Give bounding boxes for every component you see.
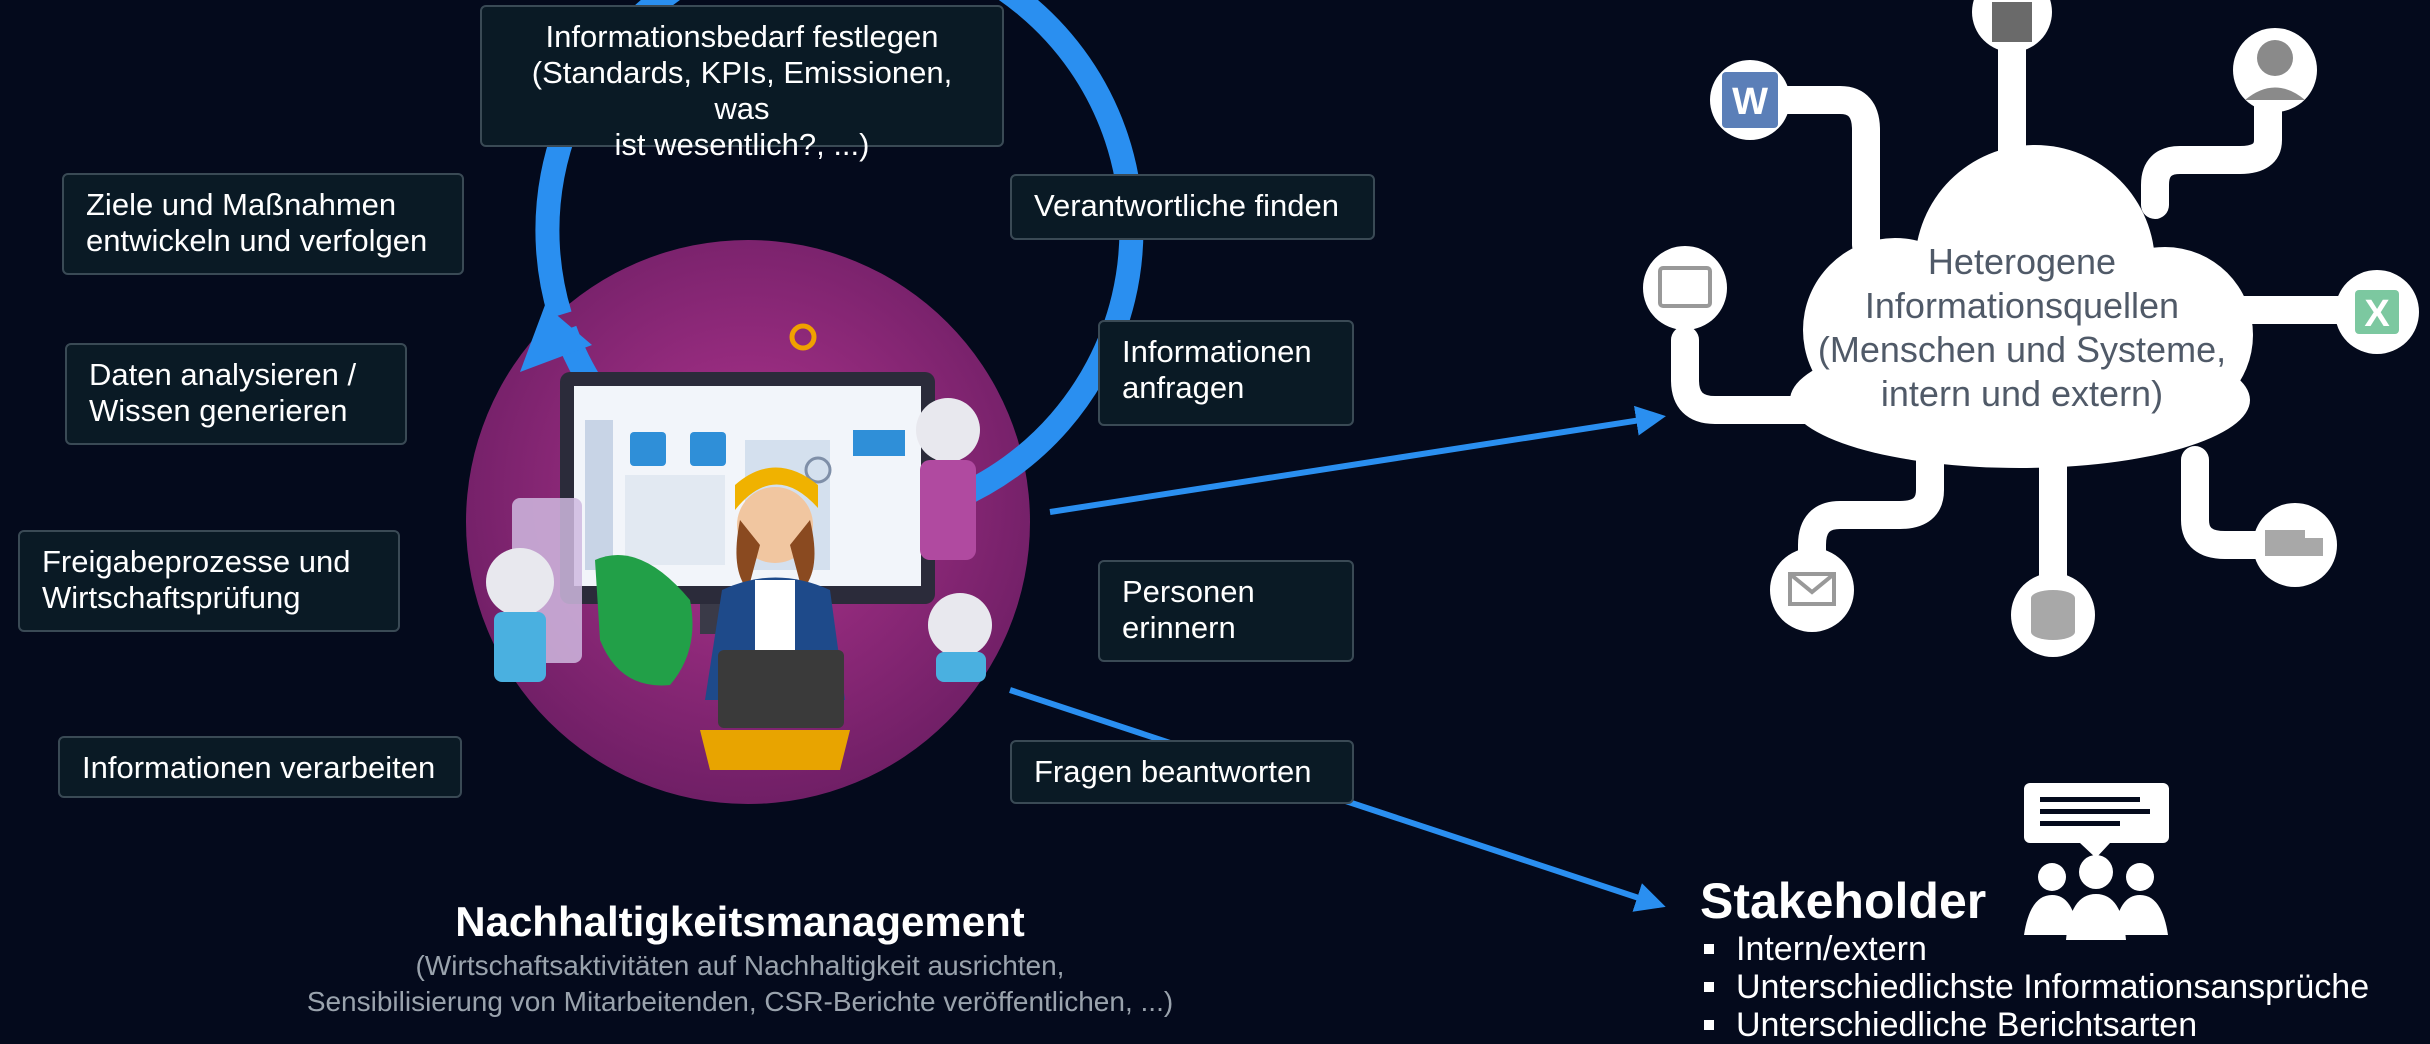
person-with-laptop-and-robots-icon (486, 323, 992, 770)
task-fragen: Fragen beantworten (1010, 740, 1354, 804)
woman-avatar-icon (2233, 28, 2317, 112)
task-verantwortliche: Verantwortliche finden (1010, 174, 1375, 240)
stakeholder-title: Stakeholder (1700, 873, 1987, 929)
task-daten: Daten analysieren / Wissen generieren (65, 343, 407, 445)
robot-left-icon (486, 498, 582, 682)
connector-truck (2181, 446, 2284, 559)
task-anfragen: Informationen anfragen (1098, 320, 1354, 426)
connector-word (1736, 86, 1880, 259)
icon-letters: W X (1732, 81, 2390, 335)
connector-woman (2141, 91, 2282, 219)
truck-icon (2253, 503, 2337, 587)
information-sources (1643, 0, 2419, 657)
task-freigabe: Freigabeprozesse und Wirtschaftsprüfung (18, 530, 400, 632)
connector-image (1671, 326, 1824, 424)
database-icon (2011, 573, 2095, 657)
management-cycle (466, 0, 1144, 804)
cloud-shape (1790, 145, 2253, 468)
connector-email (1798, 446, 1944, 584)
excel-icon (2335, 270, 2419, 354)
task-verarbeiten: Informationen verarbeiten (58, 736, 462, 798)
task-ziele: Ziele und Maßnahmen entwickeln und verfo… (62, 173, 464, 275)
task-erinnern: Personen erinnern (1098, 560, 1354, 662)
task-informationsbedarf: Informationsbedarf festlegen (Standards,… (480, 5, 1004, 162)
stakeholder-item: Unterschiedlichste Informationsansprüche (1700, 968, 2369, 1006)
people-with-speech-bubble-icon (2024, 783, 2169, 940)
word-icon (1710, 60, 1790, 140)
person-icon (1972, 0, 2052, 52)
cycle-arrow-head (520, 305, 592, 372)
email-icon (1770, 548, 1854, 632)
center-subtitle: (Wirtschaftsaktivitäten auf Nachhaltigke… (306, 950, 1174, 1017)
excel-icon-letter: X (2364, 293, 2390, 335)
image-gallery-icon (1643, 246, 1727, 330)
word-icon-letter: W (1732, 81, 1768, 123)
stakeholder-item: Intern/extern (1700, 930, 2369, 968)
stakeholder-list: Intern/extern Unterschiedlichste Informa… (1700, 930, 2369, 1044)
stakeholder-item: Unterschiedliche Berichtsarten (1700, 1006, 2369, 1044)
robot-right-icon (916, 398, 992, 682)
arrow-to-sources (1049, 405, 1666, 515)
sources-cloud-label: Heterogene Informationsquellen (Menschen… (1817, 241, 2227, 414)
center-title: Nachhaltigkeitsmanagement (455, 898, 1025, 945)
